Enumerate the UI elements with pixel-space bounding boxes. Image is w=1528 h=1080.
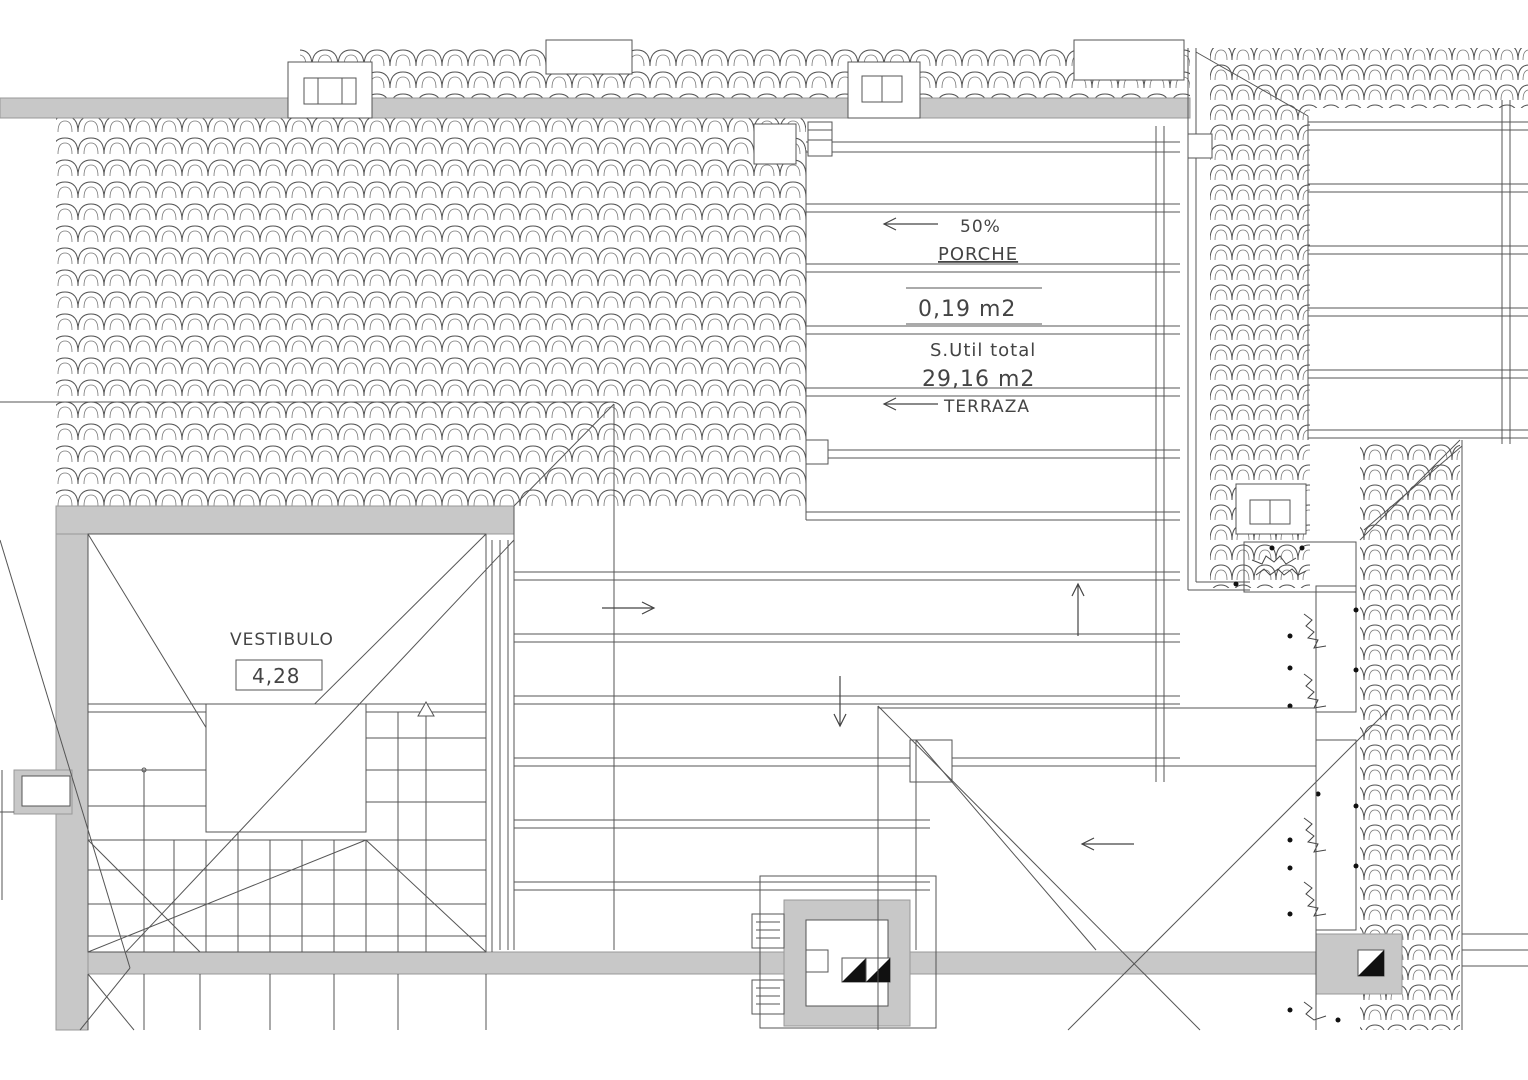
pergola-beams <box>513 126 1180 950</box>
terrace-diagonals <box>0 705 1391 1031</box>
vestibulo-area-frame <box>235 659 323 691</box>
porche-slope-label: 50% <box>960 217 1001 237</box>
terraza-name-label: TERRAZA <box>943 397 1030 417</box>
skylight-4 <box>1073 39 1185 81</box>
roof-tiles-right-top <box>1310 48 1528 108</box>
roof-tiles-right-lower <box>1360 440 1460 1030</box>
roof-tiles-top <box>300 48 1190 100</box>
right-pergola <box>1187 48 1528 1030</box>
porche-name-label: PORCHE <box>938 244 1018 265</box>
skylight-3 <box>545 39 633 75</box>
terraza-total-area: 29,16 m2 <box>922 367 1035 392</box>
terraza-total-label: S.Util total <box>930 340 1036 361</box>
top-wall <box>0 97 1191 119</box>
skylight-2 <box>847 61 921 119</box>
vestibulo-area-label: 4,28 <box>252 664 301 688</box>
vestibulo-name-label: VESTIBULO <box>230 630 334 650</box>
skylight-1-frame <box>303 77 357 105</box>
porche-area-label: 0,19 m2 <box>918 297 1016 322</box>
left-wall <box>55 505 89 1031</box>
left-small-block-inner <box>21 775 71 807</box>
vents <box>751 121 953 1029</box>
slope-arrows <box>602 217 1134 851</box>
vestibule-lines <box>0 401 615 1031</box>
right-pillar <box>1315 933 1403 995</box>
planter <box>1233 541 1359 1023</box>
roof-tiles-main <box>56 110 806 506</box>
skylight-1 <box>287 61 373 119</box>
vestibule-top-wall <box>55 505 515 535</box>
